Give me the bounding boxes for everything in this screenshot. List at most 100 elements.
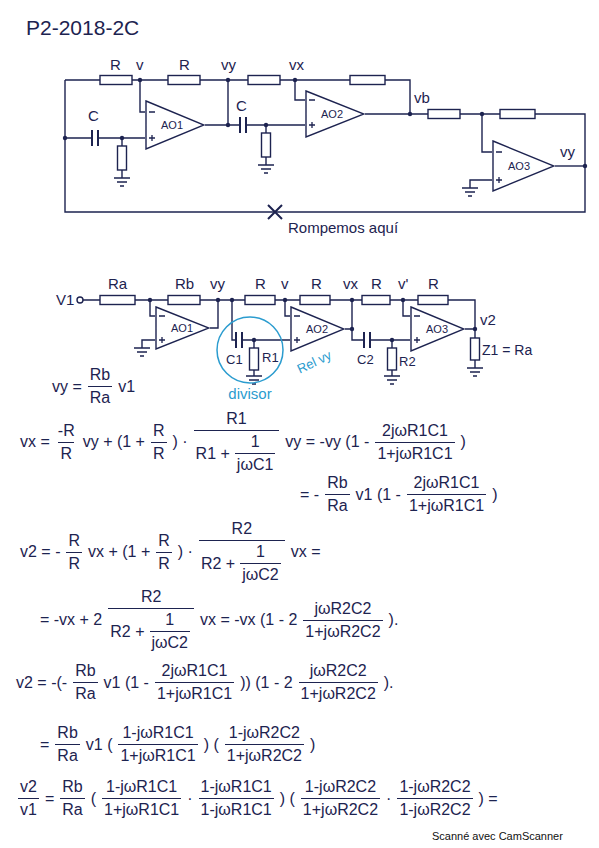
fraction: RbRa: [55, 724, 79, 765]
fraction: 1-jωR1C1 1+jωR1C1: [102, 778, 181, 819]
fraction: RR: [156, 532, 172, 573]
numerator: R2: [139, 588, 163, 608]
denominator: Ra: [325, 494, 349, 515]
equation-term: R2 +: [110, 623, 144, 641]
resistor-symbol: [168, 296, 200, 305]
denominator: v1: [18, 798, 39, 819]
denominator: R1 + 1 jωC1: [194, 430, 280, 474]
fraction: RR: [66, 532, 82, 573]
opamp-triangle: AO1: [145, 100, 205, 150]
fraction: 2jωR1C11+jωR1C1: [407, 474, 486, 515]
resistor-symbol: [168, 76, 200, 85]
junction-dot: [252, 338, 256, 342]
resistor-symbol: [362, 296, 390, 305]
resistor-symbol: [350, 76, 385, 85]
wire: [142, 340, 155, 348]
equation-term: 1: [251, 433, 260, 451]
equation-term: R2 +: [201, 555, 235, 573]
equation-term: R: [68, 532, 80, 550]
equation-term: jωC1: [237, 456, 274, 474]
signal-label: vy: [560, 144, 575, 160]
fraction: 1-jωR1C11-jωR1C1: [199, 778, 274, 819]
equation-term: )) (1 - 2: [240, 674, 292, 692]
equation-term: (: [91, 790, 96, 808]
equation-term: R: [158, 532, 170, 550]
signal-label: Rel vy: [295, 347, 335, 377]
equation-term: vy + (1 +: [83, 433, 145, 451]
ground-symbol: [134, 348, 150, 356]
equation-line: v2 = -RRvx + (1 +RR) ·R2R2 +1jωC2vx =: [20, 520, 321, 584]
equation-term: v1: [20, 801, 37, 819]
denominator: Ra: [88, 386, 112, 407]
signal-label: Z1 = Ra: [482, 342, 532, 358]
opamp-label: AO1: [171, 322, 193, 335]
signal-label: C1: [226, 352, 243, 368]
signal-label: R: [255, 276, 266, 292]
equation-term: 1: [165, 611, 174, 629]
equation-term: jωR2C2: [314, 600, 371, 618]
signal-label: R: [110, 57, 121, 73]
fraction: RbRa: [60, 778, 84, 819]
break-mark: [268, 205, 282, 219]
opamp-triangle: AO3: [492, 140, 555, 192]
equation-term: R: [68, 555, 80, 573]
opamp-input-sign: [294, 316, 300, 343]
wire: [295, 80, 305, 100]
triangle-outline: [411, 307, 464, 351]
numerator: 1-jωR2C2: [227, 724, 302, 744]
triangle-outline: [291, 307, 344, 351]
equation-term: 1+jωR1C1: [104, 801, 179, 819]
fraction: R2R2 +1jωC2: [199, 520, 285, 584]
denominator: 1-jωR1C1: [199, 798, 274, 819]
equation-term: 1-jωR1C1: [122, 724, 193, 742]
numerator: 1: [249, 433, 262, 453]
denominator: Ra: [73, 682, 97, 703]
denominator: 1+jωR2C2: [303, 620, 382, 641]
equation-term: Rb: [57, 724, 77, 742]
denominator: R: [58, 442, 74, 463]
wire: [210, 300, 218, 328]
equation-term: ) =: [479, 790, 498, 808]
equation-term: Ra: [57, 747, 77, 765]
wire: [470, 180, 492, 188]
signal-label: R2: [399, 354, 416, 370]
numerator: jωR2C2: [308, 662, 369, 682]
equation-term: R1 +: [196, 445, 230, 463]
denominator: jωC2: [240, 563, 281, 584]
equation-term: Rb: [327, 474, 347, 492]
equation-term: 1+jωR2C2: [301, 685, 376, 703]
wire: [555, 165, 585, 166]
junction-dot: [283, 298, 287, 302]
signal-label: C: [88, 108, 99, 124]
resistor-symbol: [100, 76, 132, 85]
denominator: jωC2: [150, 631, 191, 652]
junction-dot: [401, 298, 405, 302]
signal-label: Ra: [108, 276, 127, 292]
capacitor-symbol: [92, 130, 98, 146]
equation-term: v1 (: [86, 736, 113, 754]
equation-term: ).: [384, 674, 394, 692]
wire: [352, 329, 410, 340]
junction-dot: [480, 112, 484, 116]
signal-label: R1: [262, 350, 279, 366]
numerator: 2jωR1C1: [412, 474, 482, 494]
denominator: Ra: [60, 798, 84, 819]
numerator: 1-jωR1C1: [104, 778, 179, 798]
equation-term: 1-jωR1C1: [201, 801, 272, 819]
signal-label: v': [398, 276, 408, 292]
equation-term: = -: [300, 486, 319, 504]
ground-symbol: [114, 165, 483, 384]
equation-term: jωR2C2: [310, 662, 367, 680]
wire: [403, 300, 410, 316]
equation-term: 1: [256, 543, 265, 561]
equation-term: Ra: [75, 685, 95, 703]
opamp-input-sign: [149, 112, 155, 141]
junction-dot: [293, 78, 297, 82]
opamp-input-sign: [496, 152, 502, 183]
opamp-label: AO2: [321, 108, 343, 121]
triangle-outline: [156, 307, 209, 349]
equation-term: R: [158, 555, 170, 573]
equation-term: vx =: [20, 433, 50, 451]
page-title: P2-2018-2C: [26, 16, 139, 40]
